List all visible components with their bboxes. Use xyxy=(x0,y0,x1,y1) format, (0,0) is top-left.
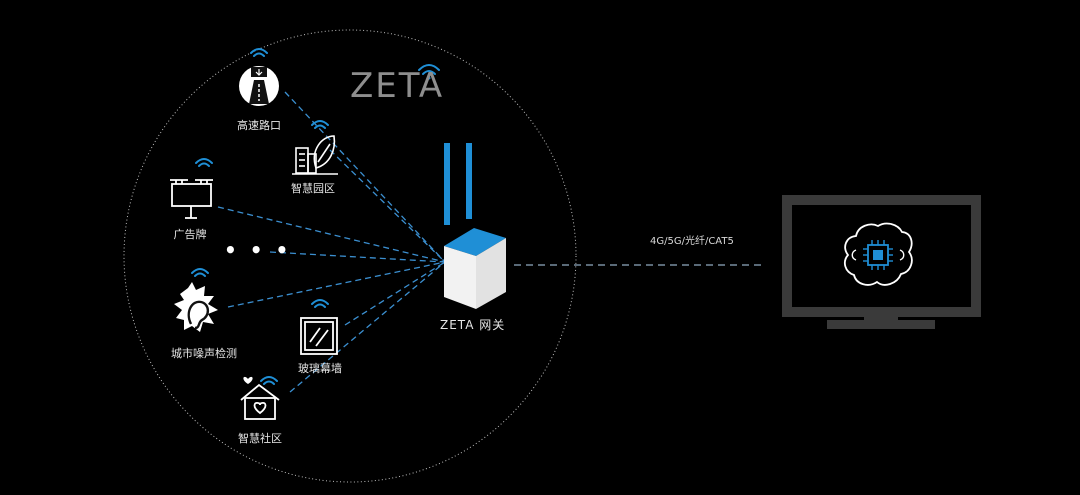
connection-park xyxy=(329,149,446,263)
device-label-community: 智慧社区 xyxy=(238,432,282,445)
brand-wifi-icon xyxy=(418,64,440,80)
device-label-billboard: 广告牌 xyxy=(173,228,207,241)
smart-community-icon xyxy=(240,376,280,420)
glass-curtain-wall-icon xyxy=(300,299,338,355)
device-connections xyxy=(217,91,446,393)
gateway-label: ZETA 网关 xyxy=(440,318,506,332)
brand-logo-text: ZETA xyxy=(350,66,445,106)
connection-dots xyxy=(269,251,446,263)
device-label-noise: 城市噪声检测 xyxy=(171,347,237,360)
device-label-park: 智慧园区 xyxy=(291,182,335,195)
connection-glass xyxy=(344,261,446,326)
connection-noise xyxy=(227,261,446,308)
highway-sign-icon xyxy=(239,48,279,106)
smart-park-icon xyxy=(292,120,338,175)
network-boundary-circle xyxy=(123,29,577,483)
more-devices-ellipsis: • • • xyxy=(224,238,292,262)
brain-chip-icon xyxy=(843,222,913,286)
connection-highway xyxy=(284,91,446,263)
connection-community xyxy=(289,261,446,393)
billboard-icon xyxy=(170,158,213,219)
device-label-highway: 高速路口 xyxy=(237,119,281,132)
link-type-label: 4G/5G/光纤/CAT5 xyxy=(650,236,734,247)
gateway-device-icon xyxy=(444,143,506,309)
noise-ear-icon xyxy=(174,268,218,332)
device-label-glass: 玻璃幕墙 xyxy=(298,362,342,375)
connection-billboard xyxy=(217,206,446,263)
